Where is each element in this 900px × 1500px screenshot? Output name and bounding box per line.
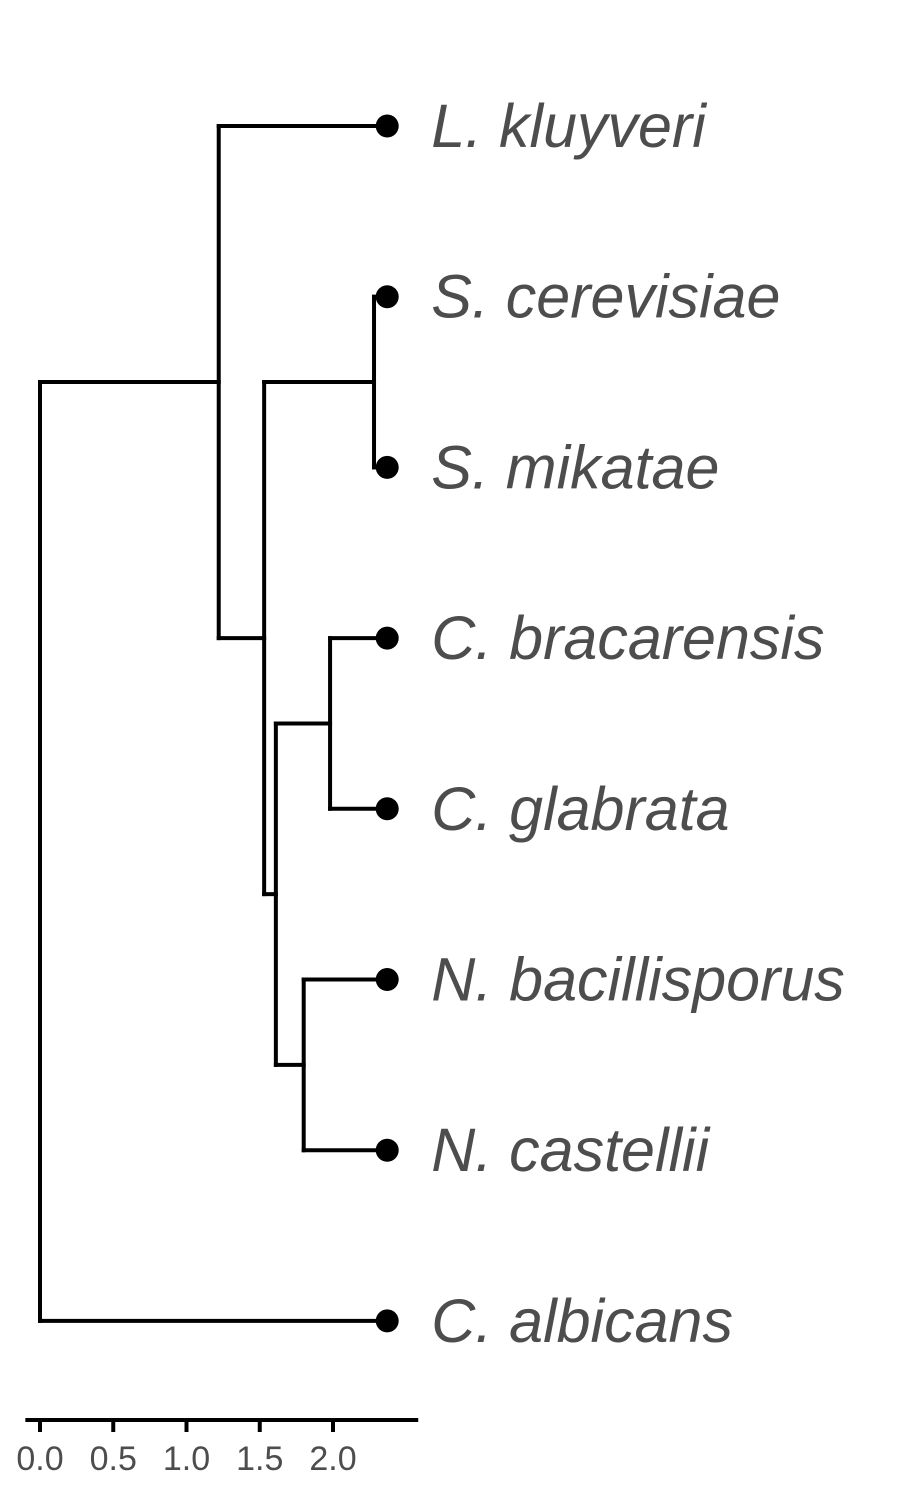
axis-tick-label: 0.0 bbox=[16, 1440, 63, 1478]
tip-point-cb bbox=[375, 626, 399, 650]
tip-label-sc: S. cerevisiae bbox=[431, 263, 780, 331]
tip-label-nc: N. castellii bbox=[431, 1116, 710, 1184]
tip-point-cg bbox=[375, 797, 399, 821]
tip-label-ca: C. albicans bbox=[431, 1287, 733, 1355]
tip-point-lk bbox=[375, 114, 399, 138]
axis-tick-label: 2.0 bbox=[309, 1440, 356, 1478]
tip-point-nb bbox=[375, 968, 399, 991]
distance-axis: 0.0 0.5 1.0 1.5 2.0 bbox=[16, 1418, 419, 1478]
tip-label-lk: L. kluyveri bbox=[431, 92, 707, 160]
tip-point-nc bbox=[375, 1138, 399, 1162]
tree-tips: L. kluyveri S. cerevisiae S. mikatae C. bra… bbox=[375, 92, 845, 1355]
tip-point-sm bbox=[375, 455, 399, 479]
tip-label-nb: N. bacillisporus bbox=[431, 946, 845, 1014]
tip-point-ca bbox=[375, 1309, 399, 1333]
tip-point-sc bbox=[375, 285, 399, 309]
axis-tick-label: 1.5 bbox=[236, 1440, 283, 1478]
axis-tick-label: 1.0 bbox=[163, 1440, 210, 1478]
tip-label-sm: S. mikatae bbox=[431, 433, 719, 501]
tip-label-cb: C. bracarensis bbox=[431, 604, 824, 672]
tree-branches bbox=[38, 124, 390, 1323]
axis-tick-label: 0.5 bbox=[90, 1440, 137, 1478]
tip-label-cg: C. glabrata bbox=[431, 775, 729, 843]
